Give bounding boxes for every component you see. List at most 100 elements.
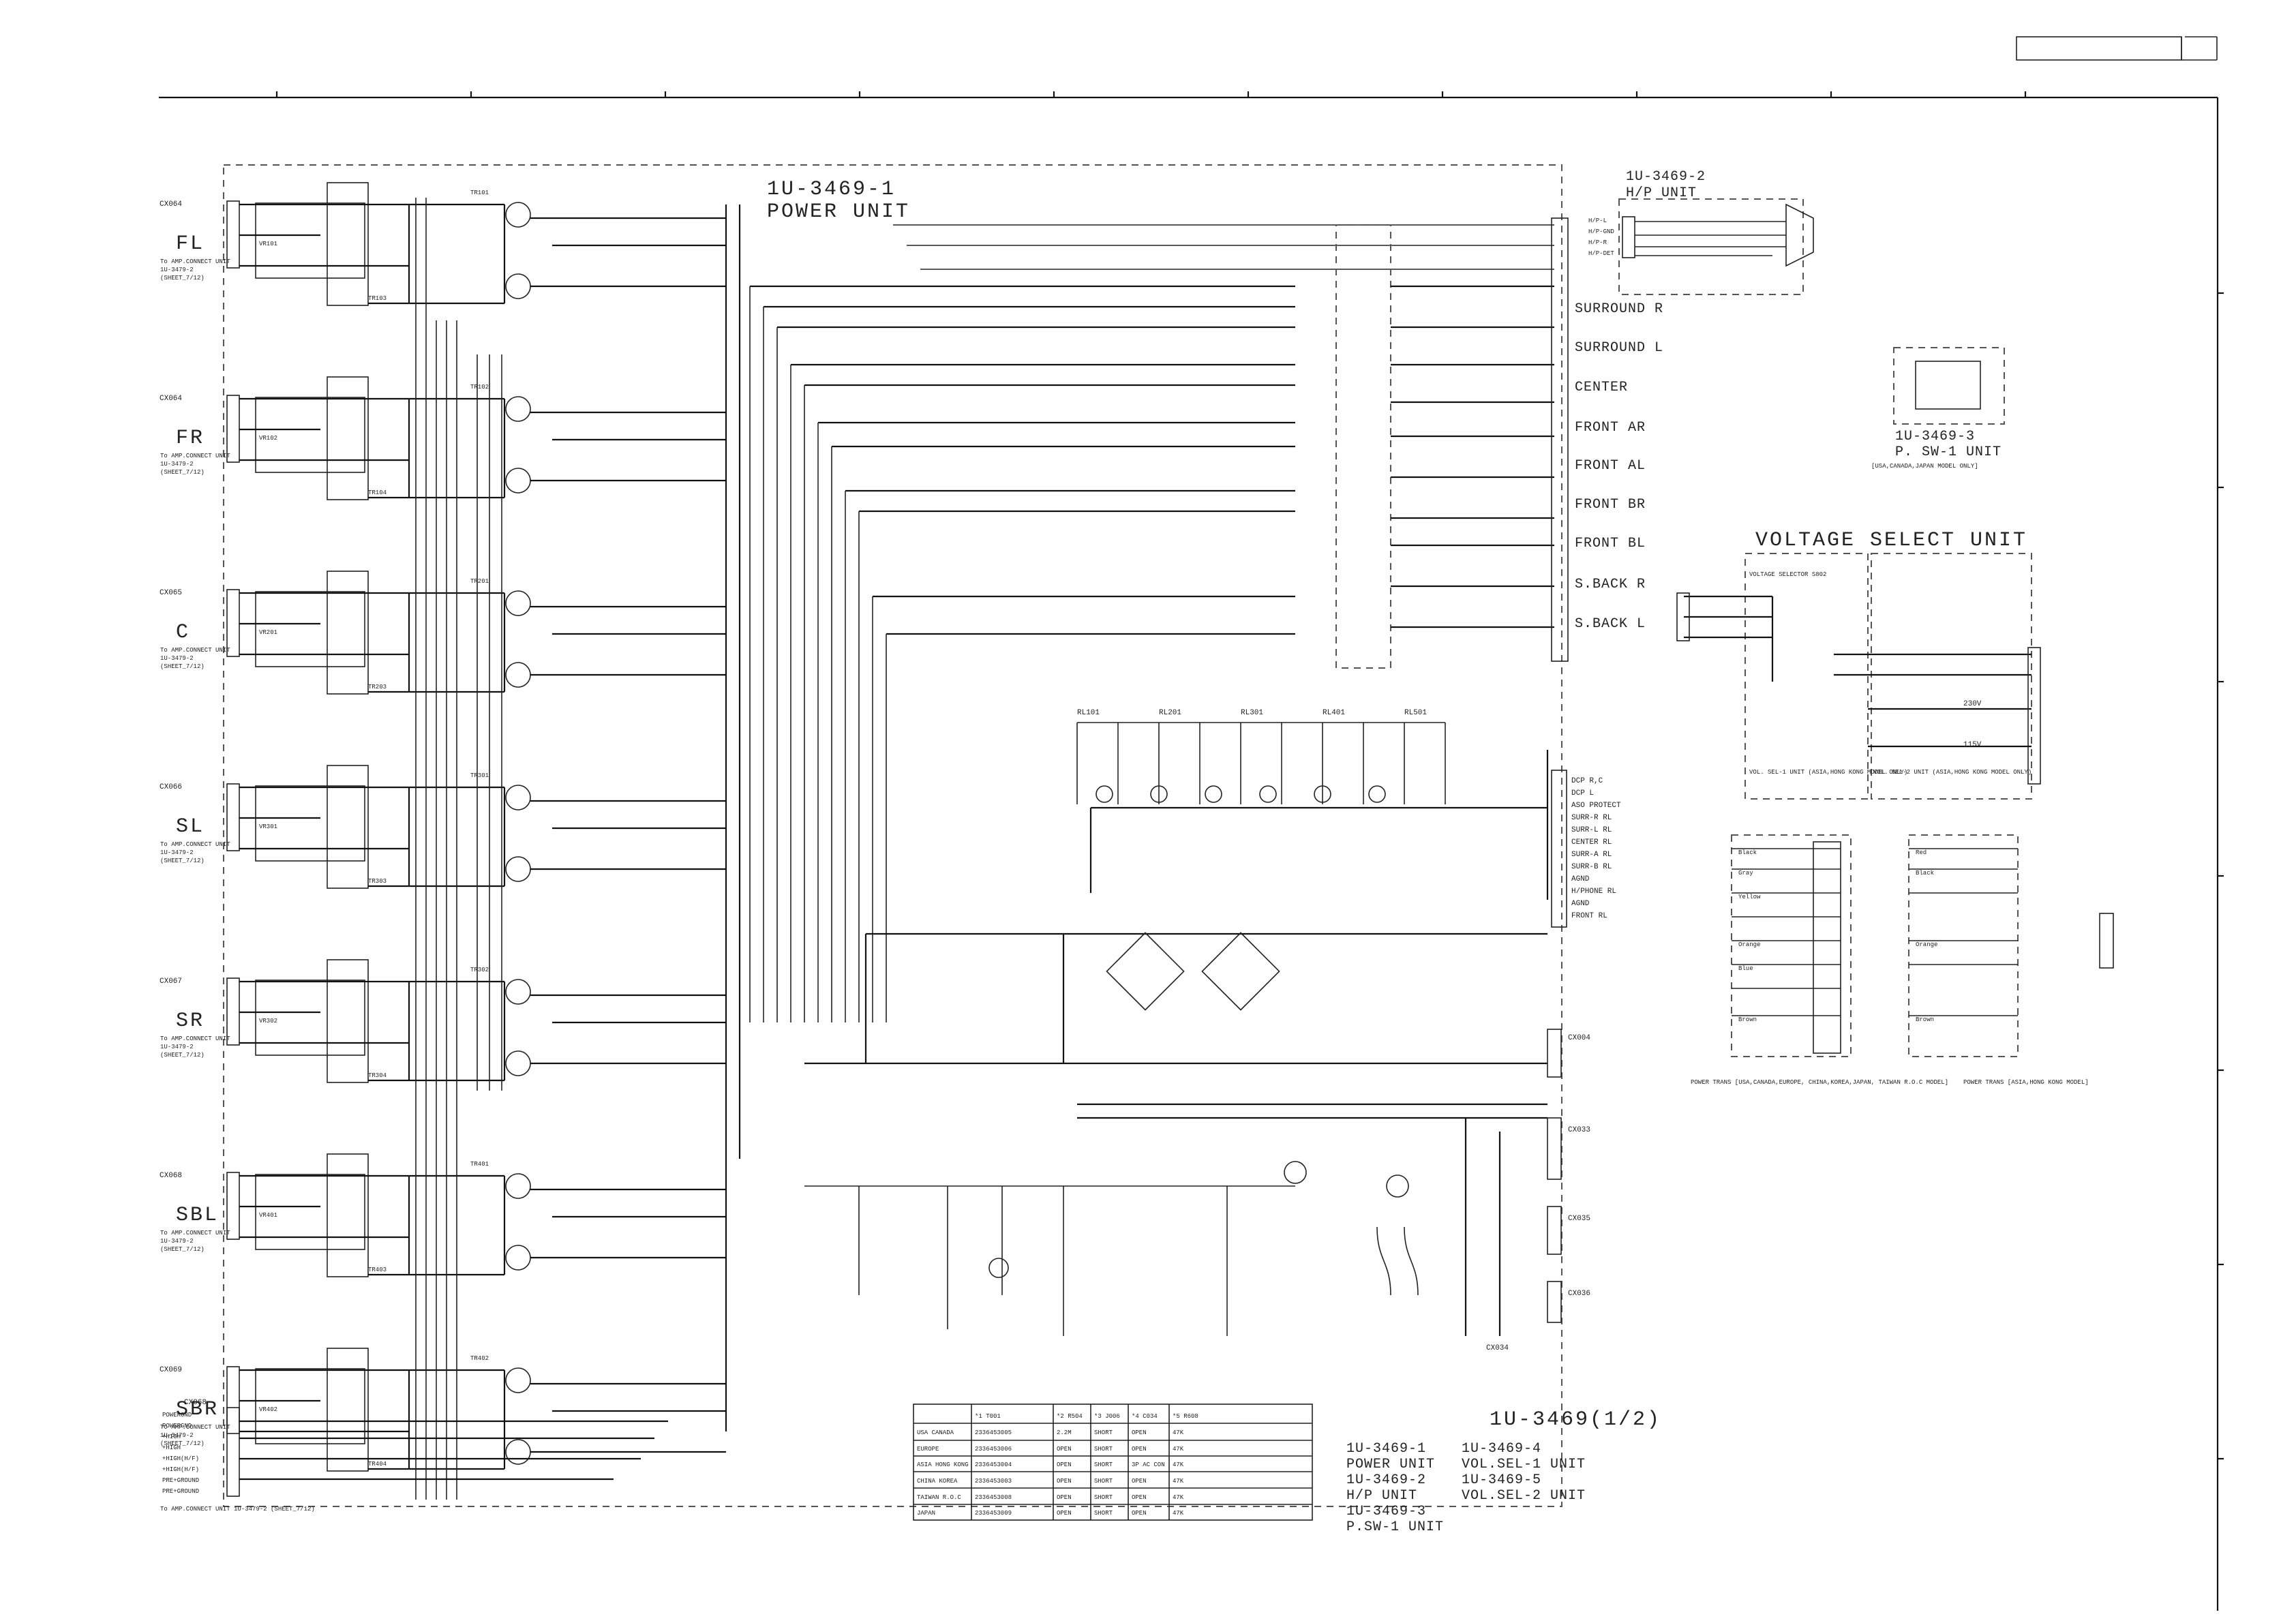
signal-label: AGND bbox=[1571, 900, 1590, 908]
connector-label: CX036 bbox=[1568, 1290, 1590, 1298]
connector-label: CX068 bbox=[184, 1399, 207, 1407]
svg-text:To AMP.CONNECT UNIT: To AMP.CONNECT UNIT bbox=[160, 1424, 230, 1431]
channel-label: FL bbox=[176, 232, 205, 256]
channel-c: C CX065 TR201 TR203 VR201 To AMP.CONNECT… bbox=[160, 571, 726, 695]
terminal-front-ar: FRONT AR bbox=[1575, 420, 1646, 436]
tr-top-label: TR302 bbox=[470, 967, 489, 973]
right-connectors: CX004 CX033 CX035 CX036 CX034 bbox=[1486, 1029, 1590, 1352]
tr-top-label: TR201 bbox=[470, 578, 489, 585]
table-header: *1 T001 bbox=[975, 1413, 1001, 1420]
vr-label: VR102 bbox=[259, 435, 277, 442]
table-header: *4 C034 bbox=[1132, 1413, 1158, 1420]
wire-color: Yellow bbox=[1738, 894, 1761, 900]
channel-fl: FL CX064 TR101 TR103 VR101 To AMP.CONNEC… bbox=[160, 182, 726, 306]
tr-top-label: TR401 bbox=[470, 1161, 489, 1168]
signal-label: AGND bbox=[1571, 875, 1590, 883]
table-cell: OPEN bbox=[1057, 1510, 1072, 1517]
signal-label: DCP R,C bbox=[1571, 777, 1603, 785]
hp-unit-title: 1U-3469-2 bbox=[1626, 169, 1706, 185]
vol-sel-1-note: VOL. SEL-1 UNIT (ASIA,HONG KONG MODEL ON… bbox=[1749, 769, 1907, 776]
table-cell: OPEN bbox=[1132, 1494, 1147, 1501]
hp-unit: 1U-3469-2 H/P UNIT H/P-L H/P-GND H/P-R H… bbox=[1588, 169, 1814, 295]
hp-pin: H/P-L bbox=[1588, 217, 1607, 224]
relay-label: RL101 bbox=[1077, 709, 1100, 717]
wire-color: Orange bbox=[1738, 941, 1760, 948]
svg-text:To AMP.CONNECT UNIT: To AMP.CONNECT UNIT bbox=[160, 1035, 230, 1042]
table-cell: ASIA HONG KONG bbox=[917, 1461, 969, 1468]
tr-top-label: TR301 bbox=[470, 772, 489, 779]
table-cell: SHORT bbox=[1094, 1510, 1113, 1517]
wire-color: Brown bbox=[1738, 1016, 1757, 1023]
tr-bottom-label: TR104 bbox=[368, 489, 387, 496]
power-unit-subtitle: POWER UNIT bbox=[767, 200, 910, 224]
power-trans-right: Red Black Orange Brown POWER TRANS [ASIA… bbox=[1908, 834, 2114, 1086]
table-cell: TAIWAN R.O.C bbox=[917, 1494, 961, 1501]
table-cell: USA CANADA bbox=[917, 1429, 954, 1436]
hp-pin: H/P-DET bbox=[1588, 250, 1614, 257]
connector-label: CX035 bbox=[1568, 1215, 1590, 1223]
tr-bottom-label: TR403 bbox=[368, 1266, 387, 1273]
svg-text:1U-3479-2: 1U-3479-2 bbox=[160, 1044, 194, 1050]
vr-label: VR201 bbox=[259, 629, 277, 636]
wire-color: Orange bbox=[1916, 941, 1937, 948]
table-cell: SHORT bbox=[1094, 1494, 1113, 1501]
wire-color: Black bbox=[1738, 849, 1757, 856]
hp-pin: H/P-R bbox=[1588, 239, 1607, 246]
signal-label: ASO PROTECT bbox=[1571, 802, 1621, 810]
tr-bottom-label: TR203 bbox=[368, 684, 387, 691]
power-unit-boundary bbox=[223, 164, 1562, 1507]
relay-label: RL401 bbox=[1323, 709, 1345, 717]
table-cell: CHINA KOREA bbox=[917, 1478, 958, 1485]
vr-label: VR302 bbox=[259, 1018, 277, 1025]
channel-label: C bbox=[176, 621, 190, 644]
svg-text:(SHEET_7/12): (SHEET_7/12) bbox=[160, 1440, 205, 1447]
signal-label: FRONT RL bbox=[1571, 912, 1607, 920]
signal-label: SURR-B RL bbox=[1571, 863, 1612, 871]
tr-top-label: TR102 bbox=[470, 384, 489, 391]
bottom-power-connector: CX068 POWERGND POWERGND +HIGH +HIGH +HIG… bbox=[160, 1399, 668, 1513]
power-unit-title: 1U-3469-1 bbox=[767, 178, 896, 201]
wire-color: Black bbox=[1916, 870, 1934, 877]
relay-label: RL501 bbox=[1404, 709, 1427, 717]
table-cell: SHORT bbox=[1094, 1429, 1113, 1436]
channel-connector: CX064 bbox=[160, 395, 182, 403]
voltage-setting: 115V bbox=[1963, 741, 1982, 749]
wire-color: Brown bbox=[1916, 1016, 1934, 1023]
channel-connector: CX065 bbox=[160, 589, 182, 597]
table-cell: 47K bbox=[1173, 1494, 1184, 1501]
tr-top-label: TR402 bbox=[470, 1355, 489, 1362]
table-cell: 2336453009 bbox=[975, 1510, 1012, 1517]
pin-label: PRE+GROUND bbox=[162, 1477, 199, 1484]
svg-text:1U-3479-2: 1U-3479-2 bbox=[160, 655, 194, 662]
svg-text:1U-3479-2: 1U-3479-2 bbox=[160, 1238, 194, 1245]
svg-text:(SHEET_7/12): (SHEET_7/12) bbox=[160, 469, 205, 476]
power-trans-left-label: POWER TRANS [USA,CANADA,EUROPE, CHINA,KO… bbox=[1691, 1079, 1948, 1086]
legend-line: 1U-3469-2 1U-3469-5 bbox=[1346, 1472, 1541, 1488]
power-supply-section bbox=[804, 932, 1547, 1336]
connector-label: CX004 bbox=[1568, 1034, 1590, 1042]
svg-text:(SHEET_7/12): (SHEET_7/12) bbox=[160, 275, 205, 282]
table-cell: 47K bbox=[1173, 1461, 1184, 1468]
vr-label: VR401 bbox=[259, 1212, 277, 1219]
pin-label: PRE+GROUND bbox=[162, 1488, 199, 1495]
channel-connector: CX064 bbox=[160, 200, 182, 209]
psw-unit-note: [USA,CANADA,JAPAN MODEL ONLY] bbox=[1871, 463, 1978, 470]
svg-text:To AMP.CONNECT UNIT: To AMP.CONNECT UNIT bbox=[160, 1230, 230, 1237]
table-header: *5 R608 bbox=[1173, 1413, 1198, 1420]
relay-label: RL301 bbox=[1241, 709, 1263, 717]
pin-label: POWERGND bbox=[162, 1423, 192, 1429]
channel-label: SBL bbox=[176, 1204, 219, 1227]
wire-color: Red bbox=[1916, 849, 1927, 856]
table-cell: 2336453003 bbox=[975, 1478, 1012, 1485]
pin-label: +HIGH bbox=[162, 1434, 181, 1440]
channel-fr: FR CX064 TR102 TR104 VR102 To AMP.CONNEC… bbox=[160, 376, 726, 500]
voltage-select-title: VOLTAGE SELECT UNIT bbox=[1755, 529, 2027, 552]
wire-color: Blue bbox=[1738, 965, 1753, 972]
table-cell: SHORT bbox=[1094, 1446, 1113, 1453]
terminal-surround-l: SURROUND L bbox=[1575, 340, 1663, 356]
svg-text:(SHEET_7/12): (SHEET_7/12) bbox=[160, 1052, 205, 1059]
table-cell: EUROPE bbox=[917, 1446, 939, 1453]
channel-label: SBR bbox=[176, 1398, 219, 1421]
pin-label: POWERGND bbox=[162, 1412, 192, 1419]
hp-unit-subtitle: H/P UNIT bbox=[1626, 185, 1697, 201]
